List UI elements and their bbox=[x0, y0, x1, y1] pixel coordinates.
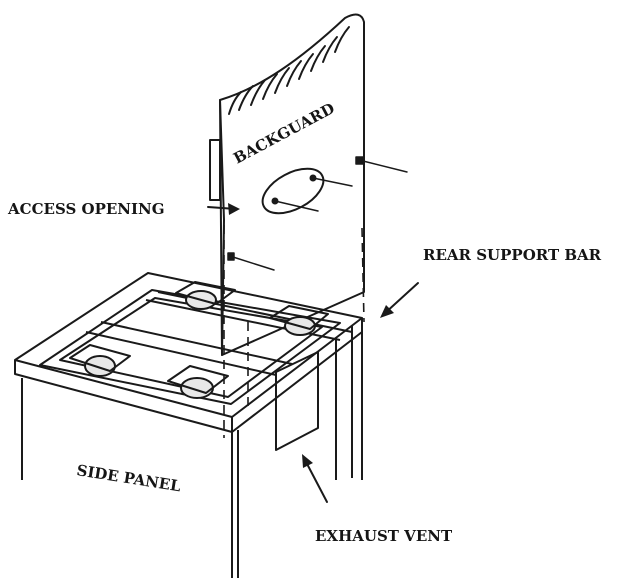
exhaust-vent-arrow-icon bbox=[302, 454, 328, 503]
rear-post bbox=[335, 326, 363, 480]
side-panel bbox=[21, 378, 239, 578]
side-panel-label: SIDE PANEL bbox=[75, 461, 182, 495]
alignment-guide-lines bbox=[223, 225, 365, 438]
access-opening-label: ACCESS OPENING bbox=[7, 200, 165, 218]
rear-support-bar-label: REAR SUPPORT BAR bbox=[423, 246, 602, 264]
burners bbox=[69, 281, 329, 399]
access-opening-arrow-icon bbox=[207, 203, 240, 215]
backguard-left-tab bbox=[209, 139, 221, 201]
backguard-label: BACKGUARD bbox=[230, 99, 337, 167]
access-opening-cover bbox=[261, 167, 353, 215]
backguard-vent-slots bbox=[228, 26, 350, 115]
burner-front-right-icon bbox=[180, 377, 214, 399]
exhaust-vent bbox=[275, 351, 319, 451]
rear-mounting-screws bbox=[227, 156, 408, 271]
burner-front-left-icon bbox=[84, 355, 116, 377]
rear-support-arrow-icon bbox=[380, 282, 419, 318]
exhaust-vent-label: EXHAUST VENT bbox=[315, 527, 453, 545]
